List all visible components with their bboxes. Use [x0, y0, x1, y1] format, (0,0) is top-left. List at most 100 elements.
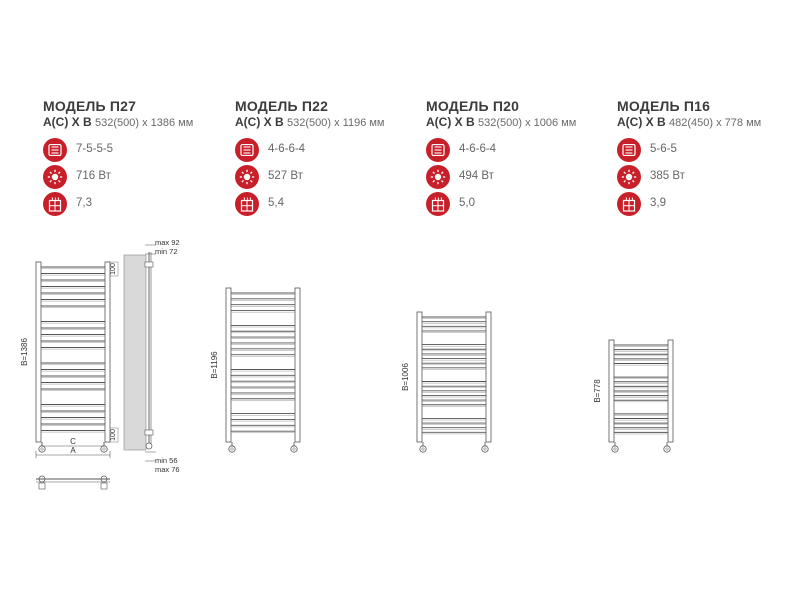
- dimensions-value: 532(500) х 1386 мм: [95, 117, 194, 129]
- model-block-p20: МОДЕЛЬ П20 А(С) Х В 532(500) х 1006 мм 4…: [426, 98, 616, 216]
- power-value: 494 Вт: [459, 170, 494, 182]
- spec-volume: 5,0: [426, 192, 606, 216]
- model-dimensions: А(С) Х В 532(500) х 1006 мм: [426, 115, 616, 131]
- wall-panel: [123, 254, 147, 451]
- height-label-p20: B=1006: [401, 363, 410, 391]
- left-rail: [608, 339, 615, 443]
- sections-value: 4-6-6-4: [268, 143, 306, 155]
- left-rail: [416, 311, 423, 443]
- volume-value: 7,3: [76, 197, 92, 209]
- height-label-p27: B=1386: [20, 338, 29, 366]
- model-title: МОДЕЛЬ П22: [235, 98, 329, 114]
- left-valve: [228, 445, 236, 453]
- left-valve: [611, 445, 619, 453]
- spec-sections: 4-6-6-4: [426, 138, 606, 162]
- dimensions-label: А(С) Х В: [43, 115, 92, 129]
- power-value: 527 Вт: [268, 170, 303, 182]
- right-valve: [100, 445, 108, 453]
- bottom-view: [36, 475, 110, 490]
- dimensions-value: 532(500) х 1196 мм: [287, 117, 385, 129]
- spec-sections: 7-5-5-5: [43, 138, 223, 162]
- spec-sections: 5-6-5: [617, 138, 797, 162]
- heat-power-icon: [426, 165, 450, 189]
- a-label: A: [70, 446, 76, 455]
- left-rail: [225, 287, 232, 443]
- dimensions-label: А(С) Х В: [617, 115, 666, 129]
- max-bottom-label: max 76: [155, 465, 180, 474]
- radiator-front-p20: B=1006: [401, 311, 492, 453]
- dimensions-label: А(С) Х В: [426, 115, 475, 129]
- valve-core: [613, 447, 617, 451]
- c-label: C: [70, 437, 76, 446]
- left-valve: [419, 445, 427, 453]
- spec-sections: 4-6-6-4: [235, 138, 415, 162]
- min-top-label: min 72: [155, 247, 178, 256]
- valve-core: [102, 447, 106, 451]
- valve-core: [665, 447, 669, 451]
- water-volume-icon: [43, 192, 67, 216]
- bottom-offset-label: 100: [110, 429, 117, 441]
- right-rail: [667, 339, 674, 443]
- water-volume-icon: [426, 192, 450, 216]
- model-block-p27: МОДЕЛЬ П27 А(С) Х В 532(500) х 1386 мм 7…: [43, 98, 233, 216]
- model-block-p16: МОДЕЛЬ П16 А(С) Х В 482(450) х 778 мм 5-…: [617, 98, 800, 216]
- dimensions-value: 532(500) х 1006 мм: [478, 117, 577, 129]
- model-title: МОДЕЛЬ П20: [426, 98, 520, 114]
- model-block-p22: МОДЕЛЬ П22 А(С) Х В 532(500) х 1196 мм 4…: [235, 98, 425, 216]
- sections-value: 7-5-5-5: [76, 143, 114, 155]
- left-valve: [38, 445, 46, 453]
- side-view: [123, 244, 156, 462]
- valve-core: [483, 447, 487, 451]
- model-title: МОДЕЛЬ П16: [617, 98, 711, 114]
- left-rail: [35, 261, 42, 443]
- max-top-label: max 92: [155, 238, 180, 247]
- valve-core: [230, 447, 234, 451]
- sections-value: 4-6-6-4: [459, 143, 497, 155]
- model-dimensions: А(С) Х В 532(500) х 1196 мм: [235, 115, 425, 131]
- valve-core: [292, 447, 296, 451]
- sections-icon: [43, 138, 67, 162]
- spec-volume: 7,3: [43, 192, 223, 216]
- valve-core: [40, 447, 44, 451]
- model-dimensions: А(С) Х В 482(450) х 778 мм: [617, 115, 800, 131]
- spec-power: 716 Вт: [43, 165, 223, 189]
- sections-icon: [426, 138, 450, 162]
- dimensions-value: 482(450) х 778 мм: [669, 117, 762, 129]
- right-rail: [104, 261, 111, 443]
- sections-icon: [617, 138, 641, 162]
- radiator-front-p16: B=778: [593, 339, 674, 453]
- min-bottom-label: min 56: [155, 456, 178, 465]
- height-label-p22: B=1196: [210, 351, 219, 379]
- water-volume-icon: [617, 192, 641, 216]
- dimension-annotations: 100 100 C A: [35, 238, 180, 490]
- sections-value: 5-6-5: [650, 143, 677, 155]
- model-title: МОДЕЛЬ П27: [43, 98, 137, 114]
- power-value: 716 Вт: [76, 170, 111, 182]
- dimensions-label: А(С) Х В: [235, 115, 284, 129]
- right-valve: [290, 445, 298, 453]
- heat-power-icon: [617, 165, 641, 189]
- volume-value: 5,0: [459, 197, 475, 209]
- volume-value: 3,9: [650, 197, 666, 209]
- right-rail: [294, 287, 301, 443]
- spec-power: 494 Вт: [426, 165, 606, 189]
- right-valve: [481, 445, 489, 453]
- radiator-front-p22: B=1196: [210, 287, 301, 453]
- sections-icon: [235, 138, 259, 162]
- power-value: 385 Вт: [650, 170, 685, 182]
- water-volume-icon: [235, 192, 259, 216]
- radiator-front-p27: B=1386: [20, 261, 111, 453]
- model-dimensions: А(С) Х В 532(500) х 1386 мм: [43, 115, 233, 131]
- top-offset-label: 100: [110, 263, 117, 275]
- right-valve: [663, 445, 671, 453]
- spec-power: 527 Вт: [235, 165, 415, 189]
- right-rail: [485, 311, 492, 443]
- height-label-p16: B=778: [593, 379, 602, 403]
- heat-power-icon: [235, 165, 259, 189]
- spec-power: 385 Вт: [617, 165, 797, 189]
- spec-volume: 3,9: [617, 192, 797, 216]
- spec-volume: 5,4: [235, 192, 415, 216]
- heat-power-icon: [43, 165, 67, 189]
- volume-value: 5,4: [268, 197, 284, 209]
